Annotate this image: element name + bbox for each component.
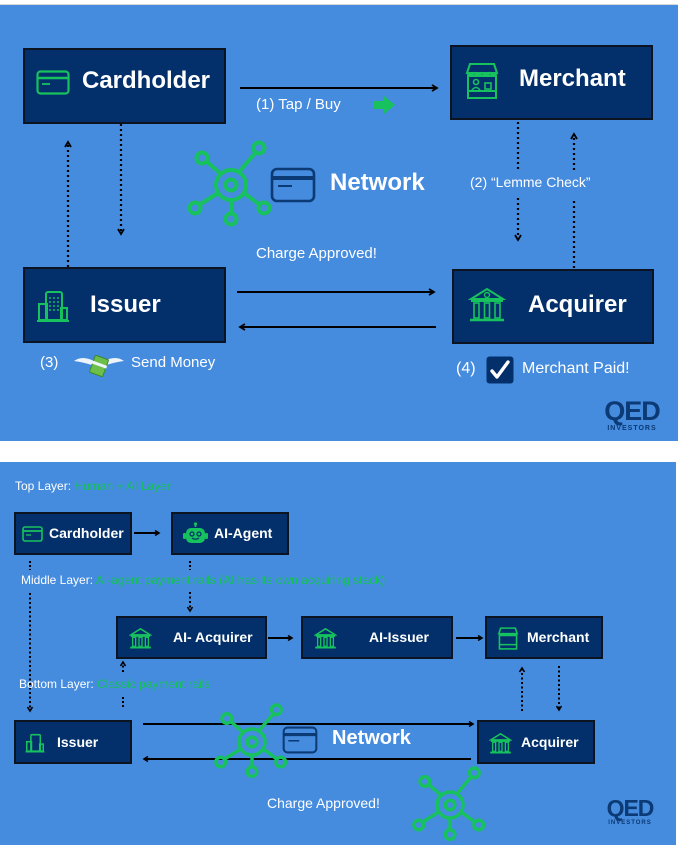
network-label: Network — [330, 169, 425, 196]
acquirer-label: Acquirer — [528, 291, 627, 318]
green-right-arrow-icon — [373, 96, 395, 114]
node-acquirer-bottom: Acquirer — [477, 720, 595, 764]
node-ai-agent: AI-Agent — [171, 512, 289, 555]
middle-layer-label: Middle Layer: — [21, 573, 94, 587]
node-cardholder: Cardholder — [23, 48, 226, 124]
charge-approved-label: Charge Approved! — [256, 245, 377, 262]
credit-card-icon — [36, 70, 70, 95]
ai-agent-label: AI-Agent — [214, 525, 273, 541]
cardholder-bottom-label: Cardholder — [49, 525, 124, 541]
bottom-layer-caption: Bottom Layer: Classic payment rails — [19, 677, 210, 691]
bank-icon — [129, 627, 152, 649]
issuer-bottom-label: Issuer — [57, 734, 99, 750]
network-card-icon — [270, 167, 316, 203]
middle-layer-description: AI-agent payment rails (AI has its own a… — [95, 573, 386, 587]
node-acquirer: Acquirer — [452, 269, 654, 344]
bottom-layer-description: Classic payment rails — [97, 677, 211, 691]
bottom-layer-label: Bottom Layer: — [19, 677, 94, 691]
bank-icon — [468, 287, 506, 322]
node-merchant: Merchant — [450, 45, 653, 120]
node-ai-issuer: AI-Issuer — [301, 616, 453, 659]
node-issuer: Issuer — [23, 267, 226, 343]
top-layer-description: Human + AI Layer — [74, 479, 171, 493]
issuer-label: Issuer — [90, 291, 161, 318]
money-with-wings-icon — [74, 354, 124, 377]
network-bottom-label: Network — [332, 727, 411, 749]
office-building-icon — [37, 291, 69, 322]
step-1-label: (1) Tap / Buy — [256, 96, 341, 113]
step-2-label: (2) “Lemme Check” — [470, 174, 591, 190]
merchant-bottom-label: Merchant — [527, 629, 590, 645]
bank-icon — [314, 627, 337, 649]
credit-card-icon — [22, 526, 43, 542]
merchant-label: Merchant — [519, 65, 626, 92]
office-building-icon — [25, 733, 45, 753]
step-3-number: (3) — [40, 354, 59, 371]
top-layer-caption: Top Layer: Human + AI Layer — [15, 479, 171, 493]
network-hub-icon — [214, 703, 288, 779]
top-layer-label: Top Layer: — [15, 479, 72, 493]
node-cardholder-bottom: Cardholder — [14, 512, 132, 555]
storefront-icon — [497, 627, 519, 650]
qed-logo-bottom: QED INVESTORS — [606, 795, 655, 827]
ai-issuer-label: AI-Issuer — [369, 629, 429, 645]
checkbox-checked-icon — [486, 356, 514, 384]
network-card-icon — [282, 726, 318, 754]
step-4-number: (4) — [456, 360, 476, 377]
node-merchant-bottom: Merchant — [485, 616, 603, 659]
step-3-label: Send Money — [131, 354, 216, 371]
qed-logo: QED INVESTORS — [604, 396, 661, 433]
step-4-label: Merchant Paid! — [522, 360, 630, 377]
ai-acquirer-label: AI- Acquirer — [173, 629, 253, 645]
network-hub-icon — [187, 140, 272, 227]
acquirer-bottom-label: Acquirer — [521, 734, 579, 750]
middle-layer-caption: Middle Layer: AI-agent payment rails (AI… — [21, 573, 385, 587]
node-ai-acquirer: AI- Acquirer — [116, 616, 267, 659]
network-hub-icon-2 — [412, 766, 486, 842]
storefront-icon — [465, 63, 499, 99]
charge-approved-bottom-label: Charge Approved! — [267, 795, 380, 811]
robot-icon — [183, 522, 208, 543]
bank-icon — [489, 732, 512, 754]
node-issuer-bottom: Issuer — [14, 720, 132, 764]
cardholder-label: Cardholder — [82, 67, 211, 94]
